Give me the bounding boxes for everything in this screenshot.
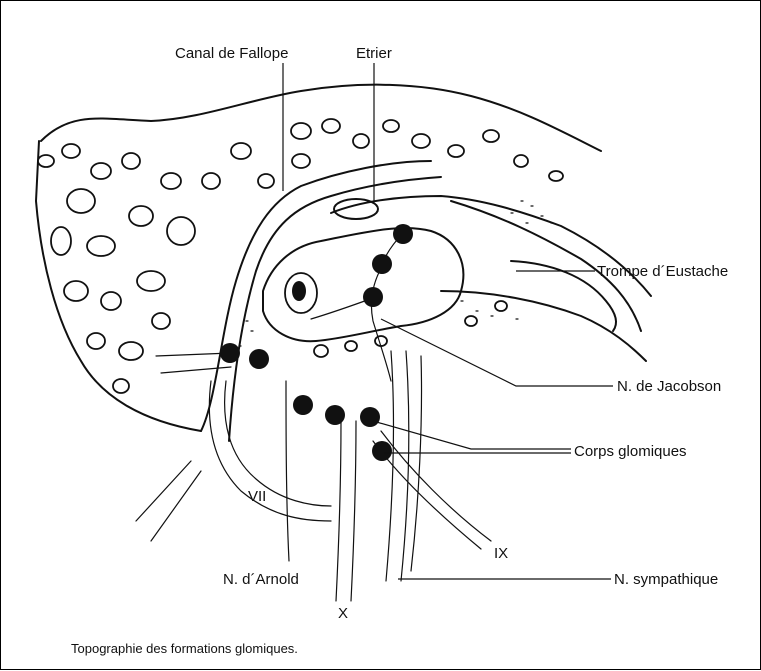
vagus-nerve-right xyxy=(351,421,356,601)
fallope-canal-wall xyxy=(229,177,441,441)
label-vii: VII xyxy=(248,488,266,505)
label-corps-glomiques: Corps glomiques xyxy=(574,443,687,460)
left-nerve-strands xyxy=(136,353,231,541)
nerve-vii-inner xyxy=(225,381,331,506)
nerve-vii-outer xyxy=(209,381,331,521)
label-n-sympathique: N. sympathique xyxy=(614,571,718,588)
mastoid-cells xyxy=(38,119,563,393)
label-n-d-arnold: N. d´Arnold xyxy=(223,571,299,588)
label-canal-de-fallope: Canal de Fallope xyxy=(175,45,288,62)
sympathetic-nerve xyxy=(386,351,422,581)
label-n-de-jacobson: N. de Jacobson xyxy=(617,378,721,395)
label-ix: IX xyxy=(494,545,508,562)
figure-caption: Topographie des formations glomiques. xyxy=(71,641,298,656)
vagus-nerve-left xyxy=(336,421,341,601)
label-trompe-d-eustache: Trompe d´Eustache xyxy=(597,263,728,280)
jacobson-nerve xyxy=(311,233,403,381)
label-x: X xyxy=(338,605,348,622)
middle-ear-roof xyxy=(331,196,651,296)
round-window-center xyxy=(292,281,306,301)
bone-speckles xyxy=(239,201,553,346)
label-etrier: Etrier xyxy=(356,45,392,62)
leader-jacobson xyxy=(381,319,613,386)
arnold-nerve xyxy=(286,381,289,561)
leader-corps-glomiques xyxy=(373,421,571,453)
